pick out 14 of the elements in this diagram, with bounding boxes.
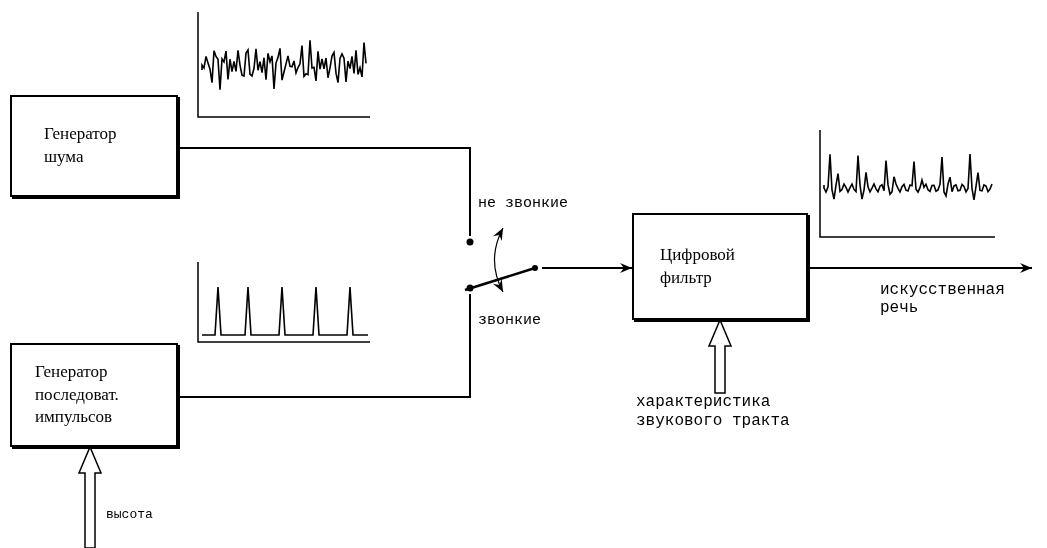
position-label: не звонкие xyxy=(478,196,568,213)
process-box xyxy=(632,213,808,320)
process-box xyxy=(10,343,178,447)
box-label: Цифровой фильтр xyxy=(660,243,736,289)
box-label: Генератор шума xyxy=(44,123,118,168)
arrow xyxy=(807,263,1033,273)
position-label: звонкие xyxy=(478,313,541,330)
connector-line xyxy=(177,293,471,398)
connector-line xyxy=(177,147,471,237)
process-box xyxy=(10,95,178,197)
edge-label: высота xyxy=(106,508,154,523)
box-label: Генератор последоват. импульсов xyxy=(35,360,120,429)
arrow xyxy=(541,263,633,273)
text-label: характеристика звукового тракта xyxy=(636,393,796,445)
